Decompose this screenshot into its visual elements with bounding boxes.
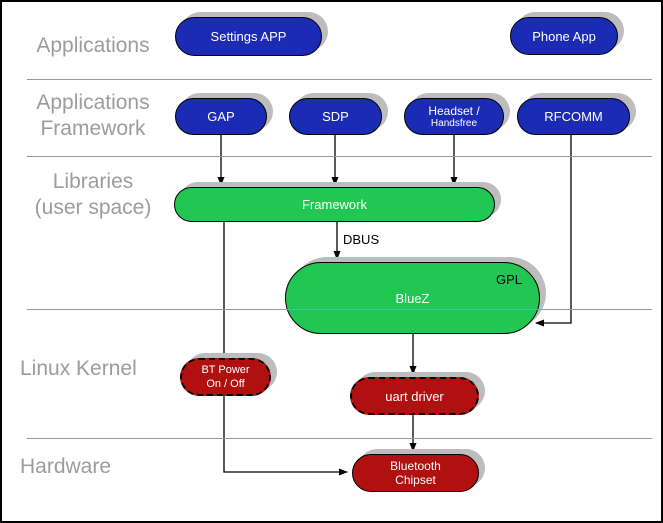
layer-label-line: Framework — [40, 117, 146, 140]
edge-framework-to-chipset — [223, 222, 348, 476]
node-bt-power: BT Power On / Off — [180, 358, 271, 396]
node-label: Phone App — [532, 28, 596, 44]
node-label: Bluetooth — [390, 459, 441, 473]
gpl-badge: GPL — [495, 272, 522, 287]
node-label: Settings APP — [210, 29, 287, 44]
node-label: Chipset — [395, 473, 436, 487]
node-headset-handsfree: Headset / Handsfree — [404, 98, 504, 135]
node-label: RFCOMM — [544, 109, 603, 124]
node-label: BT Power — [201, 364, 250, 376]
node-bluetooth-chipset: Bluetooth Chipset — [352, 454, 479, 492]
node-label: Headset / — [428, 103, 480, 118]
node-label: On / Off — [206, 378, 245, 390]
node-sdp: SDP — [289, 98, 382, 135]
dbus-label: DBUS — [343, 232, 380, 247]
node-framework: Framework — [174, 187, 495, 222]
layer-label-line: Linux Kernel — [20, 357, 137, 380]
layer-label-line: Applications — [36, 91, 150, 114]
layer-label-applications-framework: Applications Framework — [10, 90, 176, 142]
divider-kernel-hardware — [27, 438, 652, 439]
node-label: BlueZ — [395, 290, 430, 306]
divider-applications-framework — [27, 79, 652, 80]
layer-label-line: Hardware — [20, 455, 112, 478]
node-label: SDP — [322, 109, 349, 124]
node-label: Handsfree — [430, 117, 478, 129]
layer-label-line: Libraries — [52, 170, 134, 193]
divider-libraries-kernel — [27, 309, 652, 310]
layer-label-libraries: Libraries (user space) — [10, 169, 176, 221]
divider-framework-libraries — [27, 156, 652, 157]
node-label: GAP — [207, 109, 235, 124]
layer-label-hardware: Hardware — [20, 454, 111, 480]
node-settings-app: Settings APP — [175, 17, 322, 56]
node-label: uart driver — [385, 388, 444, 404]
node-label: Framework — [301, 197, 367, 212]
layer-label-applications: Applications — [10, 33, 176, 59]
node-uart-driver: uart driver — [350, 377, 479, 415]
edge-rfcomm-to-bluez — [535, 135, 572, 327]
layer-label-line: (user space) — [34, 196, 152, 219]
layer-label-line: Applications — [36, 34, 150, 57]
layer-label-linux-kernel: Linux Kernel — [20, 356, 137, 382]
node-bluez: GPL BlueZ — [285, 262, 540, 334]
node-gap: GAP — [175, 98, 267, 135]
node-rfcomm: RFCOMM — [517, 98, 630, 135]
node-phone-app: Phone App — [510, 17, 618, 55]
